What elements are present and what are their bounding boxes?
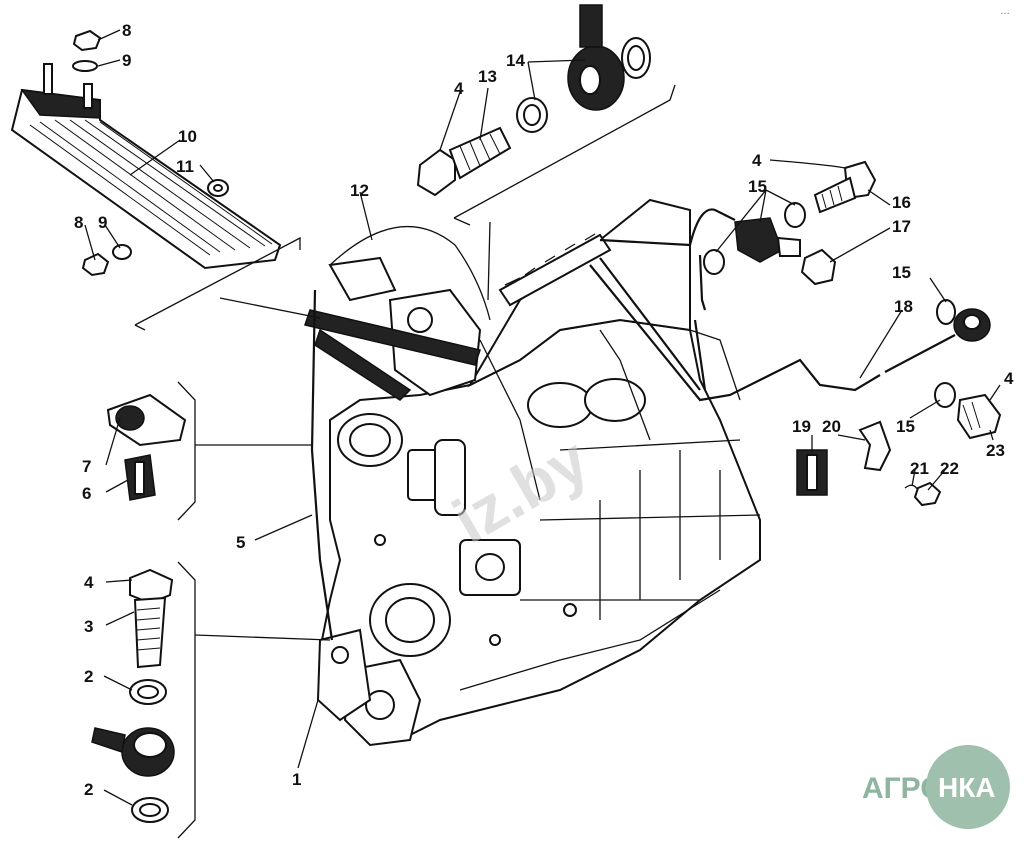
callout-19: 19 [792, 417, 811, 436]
clamp-assembly [106, 381, 312, 521]
corner-mark: … [1000, 6, 1010, 17]
callout-3: 3 [84, 617, 93, 636]
callout-17: 17 [892, 217, 911, 236]
callout-5: 5 [236, 533, 245, 552]
callout-8-bottom: 8 [74, 213, 83, 232]
callout-15-mid: 15 [892, 263, 911, 282]
callout-22: 22 [940, 459, 959, 478]
banjo-assembly-left [91, 561, 331, 839]
leader-lines [84, 29, 1001, 806]
callout-23: 23 [986, 441, 1005, 460]
logo-text-right: НКА [938, 772, 996, 803]
banjo-bolt-assembly-top [416, 4, 676, 301]
callout-10: 10 [178, 127, 197, 146]
agronka-logo: АГРО НКА [862, 745, 1010, 829]
callout-4-left: 4 [84, 573, 94, 592]
callout-8-top: 8 [122, 21, 131, 40]
callout-21: 21 [910, 459, 929, 478]
callout-9-bottom: 9 [98, 213, 107, 232]
logo-circle [926, 745, 1010, 829]
callout-9-top: 9 [122, 51, 131, 70]
callout-2-bottom: 2 [84, 780, 93, 799]
callout-16: 16 [892, 193, 911, 212]
callout-4-lower: 4 [1004, 369, 1014, 388]
callout-18: 18 [894, 297, 913, 316]
callout-12: 12 [350, 181, 369, 200]
callout-1: 1 [292, 770, 301, 789]
callout-15-low: 15 [896, 417, 915, 436]
callout-4-top: 4 [454, 79, 464, 98]
callout-labels: 8 9 10 11 8 9 12 4 13 14 4 15 16 17 15 1… [74, 21, 1014, 799]
callout-20: 20 [822, 417, 841, 436]
engine-block [304, 198, 761, 747]
callout-6: 6 [82, 484, 91, 503]
callout-2-top: 2 [84, 667, 93, 686]
callout-14: 14 [506, 51, 525, 70]
callout-13: 13 [478, 67, 497, 86]
mounting-bracket [10, 29, 321, 331]
callout-11: 11 [176, 157, 194, 176]
callout-7: 7 [82, 457, 91, 476]
banjo-assembly-right [703, 160, 1002, 507]
callout-4-right: 4 [752, 151, 762, 170]
fuel-lines [310, 208, 881, 641]
callout-15-top: 15 [748, 177, 767, 196]
